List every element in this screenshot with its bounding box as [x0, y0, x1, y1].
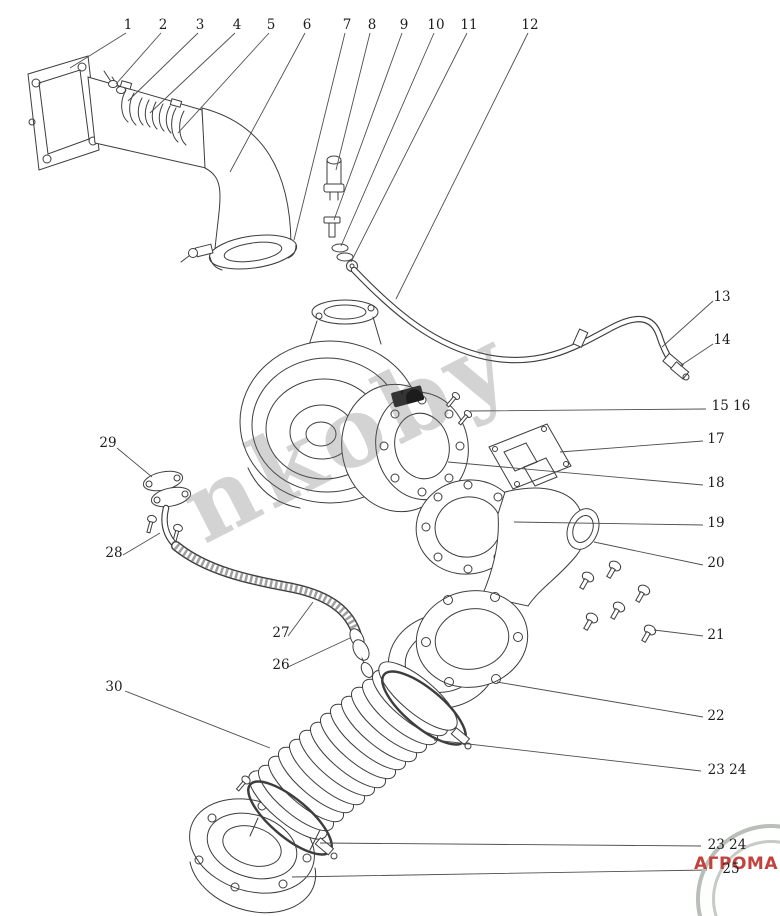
turbocharger	[239, 299, 473, 513]
callout-9: 9	[399, 17, 409, 33]
callout-27: 27	[272, 625, 290, 641]
callout-3: 3	[195, 17, 205, 33]
callout-12: 12	[521, 17, 539, 33]
callout-18: 18	[707, 475, 725, 491]
turbine-inlet-gasket	[488, 423, 572, 490]
callout-7: 7	[342, 17, 352, 33]
breather-fitting	[323, 155, 345, 201]
callout-30: 30	[105, 679, 123, 695]
callout-25: 25	[722, 861, 740, 877]
corner-logo: АГРОМА	[688, 816, 780, 916]
callout-8: 8	[367, 17, 377, 33]
oil-return-gasket	[142, 470, 192, 508]
air-inlet-flange	[27, 55, 100, 171]
oil-return-hose	[171, 541, 374, 678]
callout-6: 6	[302, 17, 312, 33]
intake-elbow-pipe	[180, 107, 298, 271]
logo-text: АГРОМА	[694, 854, 778, 874]
callout-20: 20	[707, 555, 725, 571]
flange-bolts	[579, 560, 657, 643]
callout-4: 4	[232, 17, 242, 33]
exhaust-outlet-elbow	[481, 487, 600, 607]
callout-21: 21	[707, 627, 725, 643]
callout-22: 22	[707, 708, 725, 724]
banjo-bolt-and-washers	[323, 216, 358, 272]
outlet-flange-gasket	[415, 479, 521, 575]
leader-lines	[69, 32, 714, 878]
elbow-lower-flange	[415, 590, 529, 688]
callout-19: 19	[707, 515, 725, 531]
inlet-hose-assembly	[87, 70, 207, 169]
v-band-clamp-upper	[381, 670, 472, 750]
callout-2: 2	[158, 17, 168, 33]
callout-14: 14	[713, 332, 731, 348]
callout-13: 13	[713, 289, 731, 305]
callout-11: 11	[460, 17, 478, 33]
v-band-clamp-lower	[235, 775, 338, 860]
callout-1: 1	[123, 17, 133, 33]
callout-28: 28	[105, 545, 123, 561]
callout-26: 26	[272, 657, 290, 673]
nameplate	[391, 385, 425, 408]
oil-supply-pipe	[350, 266, 690, 381]
callout-10: 10	[427, 17, 445, 33]
oil-return-flange-bolts	[146, 504, 183, 550]
stud-bolt	[445, 392, 461, 408]
callout-15-16: 15 16	[711, 398, 751, 414]
callout-17: 17	[707, 431, 725, 447]
callout-29: 29	[99, 435, 117, 451]
stud-bolt	[457, 410, 473, 426]
callout-5: 5	[266, 17, 276, 33]
callout-23-24: 23 24	[707, 762, 747, 778]
callout-23-24-bottom: 23 24	[707, 837, 747, 853]
